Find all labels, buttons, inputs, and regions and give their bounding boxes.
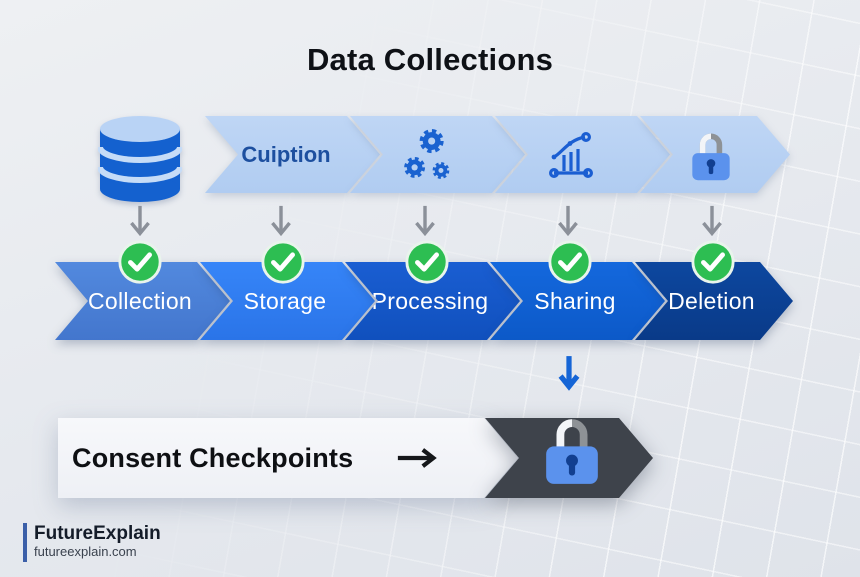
brand-name: FutureExplain	[34, 523, 161, 544]
stage-label: Processing	[371, 287, 489, 314]
database-icon	[98, 116, 182, 202]
stage-label: Storage	[243, 287, 327, 314]
right-arrow-icon	[395, 446, 441, 470]
check-icon	[404, 239, 450, 285]
page-title: Data Collections	[306, 42, 554, 77]
stage-label: Deletion	[668, 287, 755, 314]
check-icon	[547, 239, 593, 285]
consent-banner: Consent Checkpoints	[58, 418, 518, 498]
consent-label: Consent Checkpoints	[72, 442, 354, 473]
down-arrow-icon	[701, 204, 723, 236]
down-arrow-icon	[414, 204, 436, 236]
brand-website: futureexplain.com	[34, 544, 137, 559]
gears-icon	[395, 124, 459, 186]
check-icon	[117, 239, 163, 285]
top-segment-security	[640, 116, 790, 193]
top-segment-cuiption: Cuiption	[205, 116, 380, 193]
check-icon	[690, 239, 736, 285]
top-segment-processing	[350, 116, 525, 193]
analytics-chart-icon	[544, 127, 600, 183]
down-arrow-icon	[129, 204, 151, 236]
top-segment-label: Cuiption	[241, 141, 331, 167]
down-arrow-icon	[557, 204, 579, 236]
down-arrow-blue-icon	[558, 356, 580, 391]
down-arrow-icon	[270, 204, 292, 236]
padlock-icon	[688, 127, 734, 183]
stage-label: Collection	[88, 287, 192, 314]
padlock-icon	[541, 408, 603, 490]
brand-logo: FutureExplain futureexplain.com	[23, 523, 161, 562]
top-segment-analytics	[495, 116, 670, 193]
check-icon	[260, 239, 306, 285]
stage-label: Sharing	[534, 287, 616, 314]
logo-bar	[23, 523, 27, 562]
